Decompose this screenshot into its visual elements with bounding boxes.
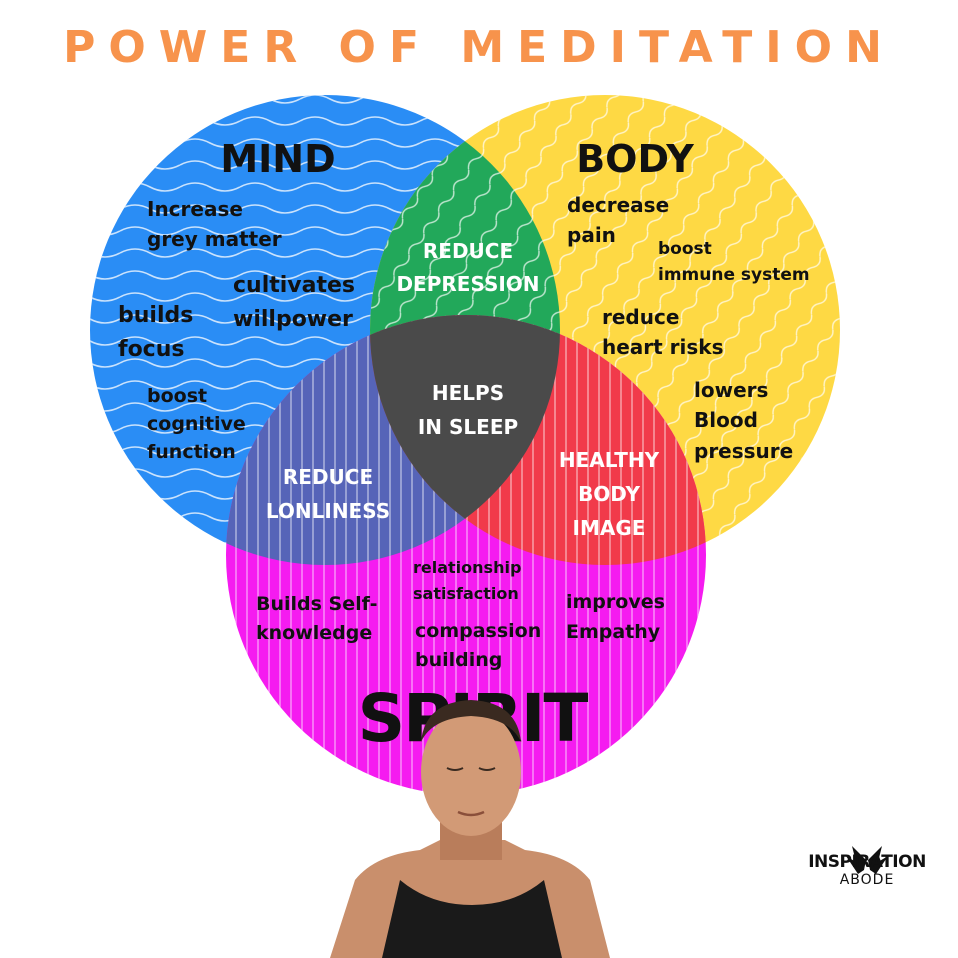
mind-item-willpower: cultivates willpower [233, 273, 355, 332]
mind-item-line: builds [118, 303, 193, 328]
mind-item-line: cultivates [233, 273, 355, 298]
body-item-line: Blood [694, 408, 758, 432]
logo-wings-icon [846, 846, 888, 874]
overlap-label-line: IN SLEEP [418, 415, 518, 439]
spirit-item-line: building [415, 649, 502, 671]
overlap-body-spirit-label: HEALTHY BODY IMAGE [559, 448, 660, 540]
body-item-pain: decrease pain [567, 193, 669, 247]
body-item-line: lowers [694, 378, 768, 402]
overlap-mind-spirit-label: REDUCE LONLINESS [266, 465, 390, 523]
body-item-blood-pressure: lowers Blood pressure [694, 378, 793, 463]
mind-item-grey-matter: Increase grey matter [147, 197, 282, 251]
spirit-item-compassion: compassion building [415, 620, 541, 671]
spirit-item-line: satisfaction [413, 584, 519, 603]
overlap-label-line: REDUCE [283, 465, 373, 489]
page-title: POWER OF MEDITATION [63, 22, 895, 73]
mind-item-line: cognitive [147, 413, 246, 435]
mind-item-focus: builds focus [118, 303, 193, 362]
spirit-item-empathy: improves Empathy [566, 591, 665, 643]
spirit-item-line: Builds Self- [256, 593, 377, 615]
mind-item-line: focus [118, 337, 184, 362]
overlap-mind-body-label: REDUCE DEPRESSION [396, 239, 539, 296]
mind-item-line: function [147, 441, 236, 463]
spirit-item-line: compassion [415, 620, 541, 642]
mind-label: MIND [220, 137, 335, 181]
body-item-heart: reduce heart risks [602, 305, 724, 359]
overlap-label-line: HEALTHY [559, 448, 660, 472]
overlap-label-line: DEPRESSION [396, 272, 539, 296]
body-item-line: decrease [567, 193, 669, 217]
body-label: BODY [576, 137, 694, 181]
logo-line-1: INSPIRATION [808, 852, 926, 872]
overlap-label-line: HELPS [432, 381, 504, 405]
overlap-label-line: IMAGE [573, 516, 646, 540]
spirit-item-line: relationship [413, 558, 521, 577]
body-item-immune: boost immune system [658, 239, 810, 285]
overlap-label-line: LONLINESS [266, 499, 390, 523]
body-item-line: heart risks [602, 335, 724, 359]
body-item-line: boost [658, 239, 712, 259]
spirit-item-relationship: relationship satisfaction [413, 558, 521, 603]
mind-item-line: boost [147, 385, 207, 407]
logo-line-2: ABODE [839, 872, 895, 888]
body-item-line: reduce [602, 305, 679, 329]
body-item-line: pain [567, 223, 616, 247]
overlap-label-line: BODY [578, 482, 640, 506]
spirit-item-self-knowledge: Builds Self- knowledge [256, 593, 377, 644]
mind-item-line: grey matter [147, 227, 282, 251]
overlap-label-line: REDUCE [423, 239, 513, 263]
spirit-item-line: improves [566, 591, 665, 613]
body-item-line: pressure [694, 439, 793, 463]
logo: INSPIRATION ABODE [808, 852, 926, 888]
meditating-person-image [330, 700, 610, 958]
spirit-item-line: knowledge [256, 622, 372, 644]
overlap-center-label: HELPS IN SLEEP [418, 381, 518, 439]
spirit-item-line: Empathy [566, 621, 661, 643]
body-item-line: immune system [658, 265, 810, 285]
mind-item-cognitive: boost cognitive function [147, 385, 246, 463]
mind-item-line: Increase [147, 197, 243, 221]
mind-item-line: willpower [233, 307, 353, 332]
